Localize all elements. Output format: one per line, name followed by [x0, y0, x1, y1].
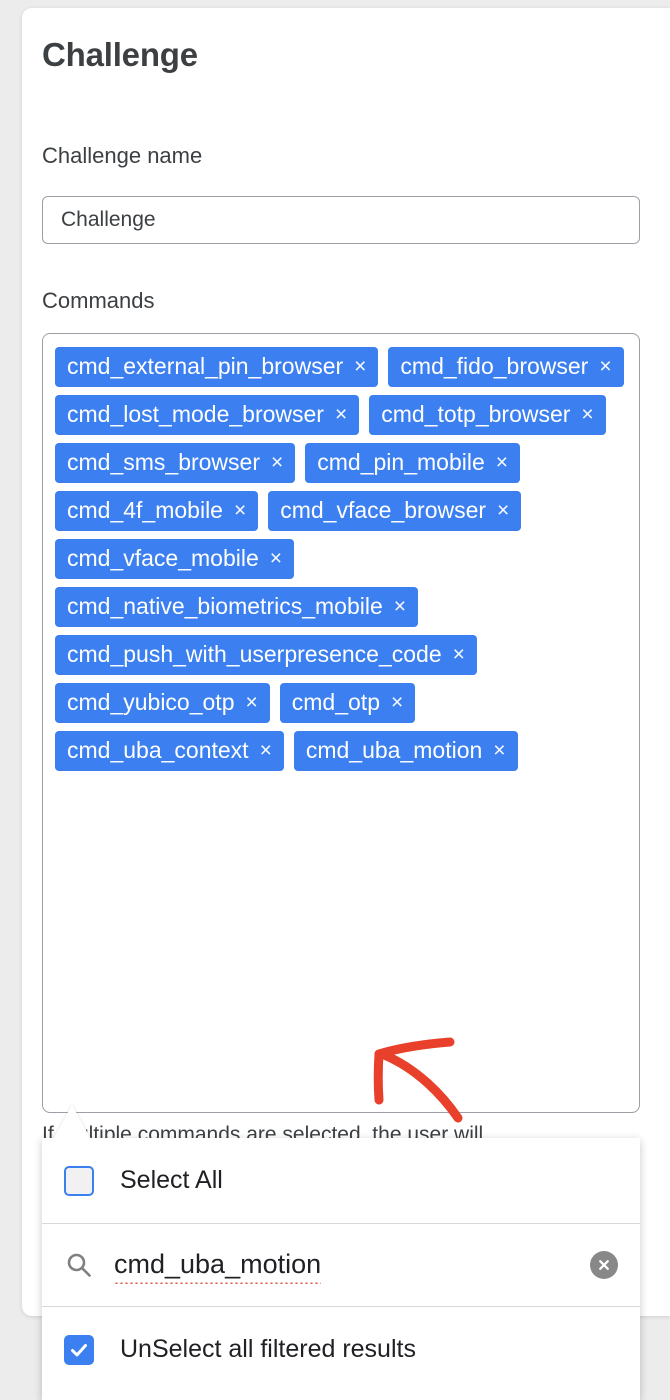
command-chip[interactable]: cmd_vface_browser × — [268, 491, 522, 531]
command-chip-label: cmd_pin_mobile — [317, 449, 485, 475]
command-chip[interactable]: cmd_vface_mobile × — [55, 539, 295, 579]
command-chip-label: cmd_otp — [291, 689, 380, 715]
command-chip[interactable]: cmd_4f_mobile × — [55, 491, 259, 531]
command-chip-remove-icon[interactable]: × — [354, 354, 367, 378]
challenge-card: Challenge Challenge name Commands cmd_ex… — [22, 8, 670, 1316]
command-chip[interactable]: cmd_totp_browser × — [369, 395, 606, 435]
command-chip-remove-icon[interactable]: × — [497, 498, 510, 522]
command-chip[interactable]: cmd_uba_motion × — [293, 731, 518, 771]
command-chip[interactable]: cmd_yubico_otp × — [55, 683, 270, 723]
command-chip[interactable]: cmd_native_biometrics_mobile × — [55, 587, 419, 627]
command-chip-label: cmd_vface_browser — [280, 497, 487, 523]
command-chip-remove-icon[interactable]: × — [581, 402, 594, 426]
dropdown-item-select-all[interactable]: Select All — [42, 1138, 640, 1223]
command-chip-label: cmd_4f_mobile — [67, 497, 223, 523]
command-chip-label: cmd_uba_motion — [305, 737, 483, 763]
command-chip-label: cmd_external_pin_browser — [67, 353, 344, 379]
command-chip-label: cmd_sms_browser — [67, 449, 260, 475]
select-all-label: Select All — [120, 1166, 223, 1194]
command-chip[interactable]: cmd_uba_context × — [55, 731, 284, 771]
command-chip-label: cmd_vface_mobile — [67, 545, 259, 571]
unselect-filtered-checkbox[interactable] — [64, 1334, 94, 1365]
command-chip-remove-icon[interactable]: × — [245, 690, 258, 714]
command-chip-remove-icon[interactable]: × — [393, 594, 407, 618]
command-chip[interactable]: cmd_push_with_userpresence_code × — [55, 635, 477, 675]
command-chip[interactable]: cmd_fido_browser × — [388, 347, 624, 387]
commands-multiselect[interactable]: cmd_external_pin_browser×cmd_fido_browse… — [42, 333, 640, 1113]
command-chip-remove-icon[interactable]: × — [599, 354, 612, 378]
select-all-checkbox[interactable] — [64, 1165, 94, 1196]
dropdown-notch — [53, 1105, 91, 1139]
command-chip-label: cmd_totp_browser — [381, 401, 571, 427]
command-chip-label: cmd_uba_context — [67, 737, 249, 763]
command-chip[interactable]: cmd_pin_mobile × — [305, 443, 521, 483]
command-chip-remove-icon[interactable]: × — [495, 450, 509, 474]
command-chip-remove-icon[interactable]: × — [334, 402, 348, 426]
command-chip-remove-icon[interactable]: × — [233, 498, 247, 522]
commands-chip-list: cmd_external_pin_browser×cmd_fido_browse… — [55, 347, 627, 771]
dropdown-search-row[interactable]: cmd_uba_motion — [42, 1223, 640, 1307]
challenge-name-label: Challenge name — [42, 143, 203, 168]
commands-dropdown-panel: Select All cmd_uba_motion UnSelect all f… — [42, 1138, 640, 1400]
challenge-name-input[interactable] — [42, 196, 640, 244]
command-chip-remove-icon[interactable]: × — [493, 738, 506, 762]
unselect-filtered-label: UnSelect all filtered results — [120, 1335, 416, 1363]
command-chip-remove-icon[interactable]: × — [452, 642, 465, 666]
command-chip-label: cmd_native_biometrics_mobile — [67, 593, 383, 619]
command-chip[interactable]: cmd_external_pin_browser × — [55, 347, 379, 387]
command-chip[interactable]: cmd_otp × — [279, 683, 416, 723]
command-chip[interactable]: cmd_lost_mode_browser × — [55, 395, 360, 435]
command-chip-label: cmd_fido_browser — [400, 353, 589, 379]
command-chip-label: cmd_lost_mode_browser — [67, 401, 324, 427]
dropdown-item-unselect-filtered[interactable]: UnSelect all filtered results — [42, 1307, 640, 1392]
command-chip-remove-icon[interactable]: × — [390, 690, 404, 714]
command-chip-label: cmd_push_with_userpresence_code — [67, 641, 442, 667]
search-icon — [64, 1250, 94, 1280]
commands-label: Commands — [42, 288, 155, 313]
dropdown-search-value: cmd_uba_motion — [114, 1249, 322, 1284]
dropdown-search-input[interactable]: cmd_uba_motion — [114, 1249, 590, 1284]
command-chip-remove-icon[interactable]: × — [259, 738, 272, 762]
command-chip-remove-icon[interactable]: × — [269, 546, 283, 570]
command-chip[interactable]: cmd_sms_browser × — [55, 443, 296, 483]
page-title: Challenge — [42, 36, 198, 73]
clear-circle-icon[interactable] — [590, 1251, 618, 1279]
command-chip-label: cmd_yubico_otp — [67, 689, 235, 715]
command-chip-remove-icon[interactable]: × — [271, 450, 284, 474]
